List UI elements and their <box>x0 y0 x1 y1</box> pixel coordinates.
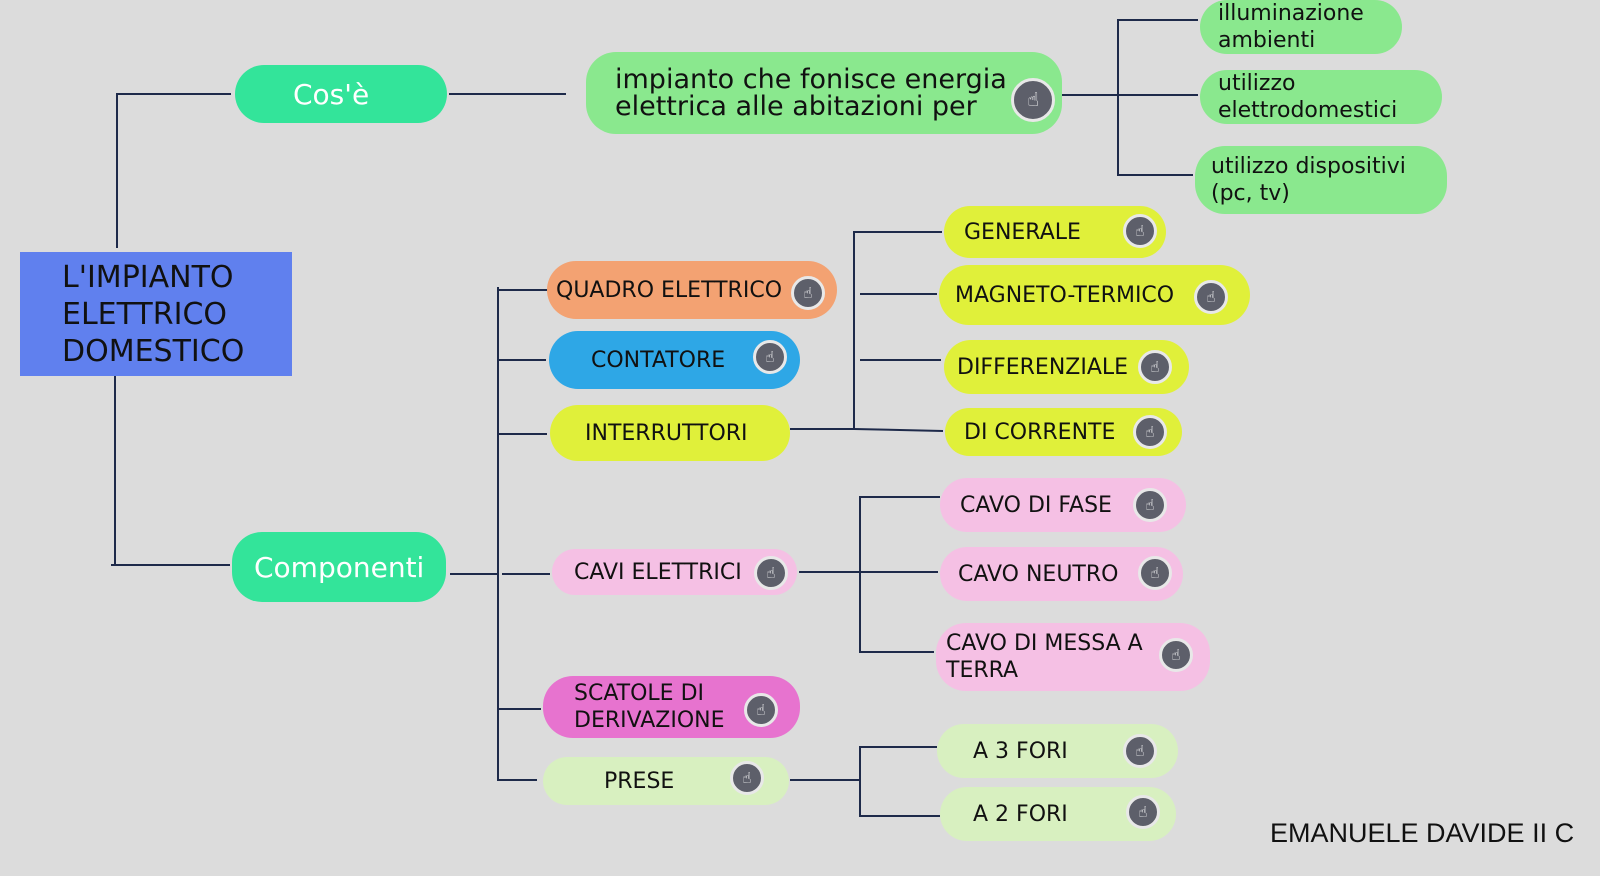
node-cose[interactable]: Cos'è <box>235 65 447 123</box>
node-label: CAVO DI FASE <box>960 492 1112 518</box>
hand-pointer-icon[interactable]: ☝ <box>744 693 778 727</box>
hand-pointer-icon[interactable]: ☝ <box>1138 350 1172 384</box>
node-label: GENERALE <box>964 219 1081 245</box>
hand-pointer-icon[interactable]: ☝ <box>1123 734 1157 768</box>
node-label: DIFFERENZIALE <box>957 354 1129 380</box>
node-dispositivi[interactable]: utilizzo dispositivi (pc, tv) <box>1195 146 1447 214</box>
node-label: SCATOLE DI DERIVAZIONE <box>574 681 725 733</box>
node-label: A 3 FORI <box>973 738 1068 764</box>
hand-pointer-icon[interactable]: ☝ <box>1133 415 1167 449</box>
hand-pointer-icon[interactable]: ☝ <box>1138 556 1172 590</box>
hand-pointer-icon[interactable]: ☝ <box>1159 638 1193 672</box>
node-corrente[interactable]: DI CORRENTE <box>945 408 1182 456</box>
node-label: CAVO NEUTRO <box>958 561 1119 587</box>
node-label: A 2 FORI <box>973 801 1068 827</box>
node-label: illuminazione ambienti <box>1218 1 1364 53</box>
node-interruttori[interactable]: INTERRUTTORI <box>550 405 790 461</box>
node-generale[interactable]: GENERALE <box>944 206 1166 258</box>
hand-pointer-icon[interactable]: ☝ <box>754 556 788 590</box>
node-illuminazione[interactable]: illuminazione ambienti <box>1200 0 1402 54</box>
node-quadro[interactable]: QUADRO ELETTRICO <box>547 261 837 319</box>
node-label: CAVI ELETTRICI <box>574 559 742 585</box>
hand-pointer-icon[interactable]: ☝ <box>753 340 787 374</box>
author-label: EMANUELE DAVIDE II C <box>1270 818 1575 848</box>
node-componenti[interactable]: Componenti <box>232 532 446 602</box>
node-label: utilizzo dispositivi (pc, tv) <box>1211 154 1406 206</box>
node-label: INTERRUTTORI <box>585 420 748 446</box>
hand-pointer-icon[interactable]: ☝ <box>730 761 764 795</box>
node-fase[interactable]: CAVO DI FASE <box>940 478 1186 532</box>
node-label: impianto che fonisce energia elettrica a… <box>615 64 1007 122</box>
root-title-label: L'IMPIANTO ELETTRICO DOMESTICO <box>62 259 245 369</box>
root-node-title[interactable]: L'IMPIANTO ELETTRICO DOMESTICO <box>20 252 292 376</box>
node-label: CAVO DI MESSA A TERRA <box>946 631 1143 683</box>
connector-line <box>853 428 944 432</box>
node-label: PRESE <box>604 768 675 794</box>
hand-pointer-icon[interactable]: ☝ <box>1133 488 1167 522</box>
node-label: DI CORRENTE <box>964 419 1116 445</box>
node-label: Componenti <box>254 550 425 584</box>
hand-pointer-icon[interactable]: ☝ <box>1011 78 1055 122</box>
node-label: QUADRO ELETTRICO <box>556 277 783 303</box>
hand-pointer-icon[interactable]: ☝ <box>1194 280 1228 314</box>
node-label: MAGNETO-TERMICO <box>955 282 1175 308</box>
node-label: CONTATORE <box>591 347 726 373</box>
hand-pointer-icon[interactable]: ☝ <box>1123 214 1157 248</box>
hand-pointer-icon[interactable]: ☝ <box>791 276 825 310</box>
node-label: Cos'è <box>293 77 370 111</box>
node-definizione[interactable]: impianto che fonisce energia elettrica a… <box>586 52 1062 134</box>
hand-pointer-icon[interactable]: ☝ <box>1126 795 1160 829</box>
node-elettrodomestici[interactable]: utilizzo elettrodomestici <box>1200 70 1442 124</box>
node-label: utilizzo elettrodomestici <box>1218 71 1398 123</box>
